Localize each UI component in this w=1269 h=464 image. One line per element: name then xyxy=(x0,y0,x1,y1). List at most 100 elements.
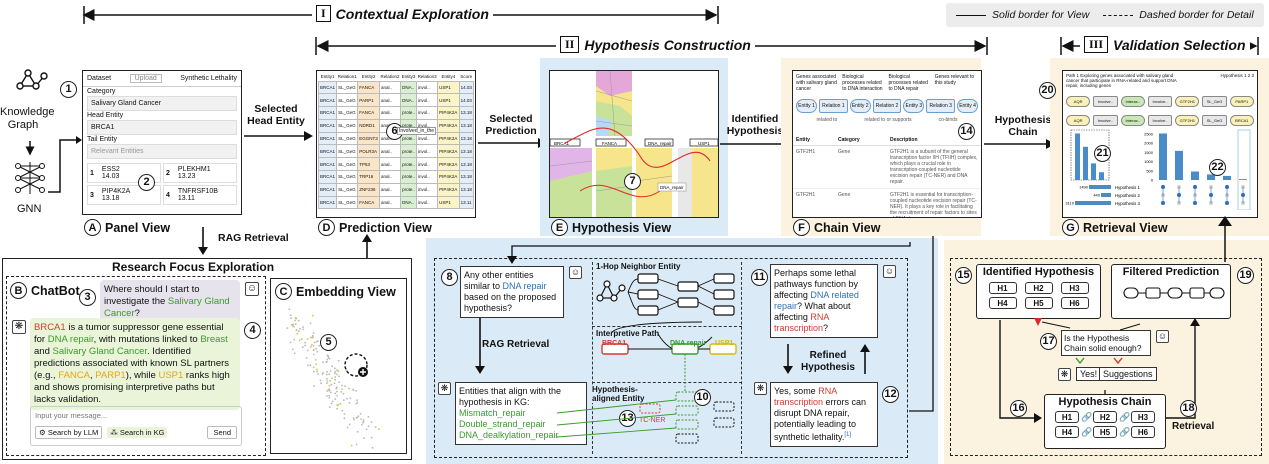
embedding-point[interactable] xyxy=(313,341,316,344)
h-chip[interactable]: H3 xyxy=(1060,282,1089,294)
embedding-point[interactable] xyxy=(345,369,348,371)
embedding-point[interactable] xyxy=(316,350,319,353)
embedding-point[interactable] xyxy=(361,423,363,426)
embedding-point[interactable] xyxy=(333,367,336,370)
embedding-point[interactable] xyxy=(316,370,318,373)
embedding-point[interactable] xyxy=(297,319,300,322)
embedding-point[interactable] xyxy=(294,316,297,319)
embedding-point[interactable] xyxy=(340,391,343,393)
prediction-th[interactable]: Relation2 xyxy=(380,73,400,79)
embedding-point[interactable] xyxy=(355,389,358,392)
embedding-point[interactable] xyxy=(334,398,337,400)
chain-relation-node[interactable]: Relation 2 xyxy=(872,99,902,113)
embedding-point[interactable] xyxy=(331,377,333,380)
embedding-point[interactable] xyxy=(294,323,297,326)
prediction-th[interactable]: Relation3 xyxy=(417,73,437,79)
embedding-point[interactable] xyxy=(300,338,303,340)
embedding-point[interactable] xyxy=(326,382,328,384)
retrieval-hypothesis-select[interactable]: Hypothesis 1 2 3 xyxy=(1220,73,1254,78)
embedding-point[interactable] xyxy=(329,380,331,382)
embedding-point[interactable] xyxy=(352,388,355,391)
head-entity-input[interactable]: BRCA1 xyxy=(87,120,237,135)
embedding-point[interactable] xyxy=(341,388,343,390)
suggestions-button[interactable]: Suggestions xyxy=(1099,367,1157,381)
embedding-point[interactable] xyxy=(316,368,318,371)
embedding-point[interactable] xyxy=(312,332,315,334)
embedding-point[interactable] xyxy=(329,370,332,372)
embedding-point[interactable] xyxy=(331,400,334,403)
lasso-selection[interactable] xyxy=(344,353,368,377)
embedding-point[interactable] xyxy=(328,389,331,392)
embedding-point[interactable] xyxy=(311,314,314,317)
embedding-point[interactable] xyxy=(319,379,322,382)
embedding-point[interactable] xyxy=(326,377,328,380)
embedding-point[interactable] xyxy=(374,426,377,428)
embedding-point[interactable] xyxy=(326,395,328,397)
a9-item[interactable]: Mismatch_repair xyxy=(459,408,526,418)
embedding-point[interactable] xyxy=(365,428,368,431)
embedding-point[interactable] xyxy=(356,401,359,404)
embedding-point[interactable] xyxy=(299,327,301,330)
embedding-point[interactable] xyxy=(309,322,312,324)
embedding-point[interactable] xyxy=(329,391,332,394)
embedding-point[interactable] xyxy=(342,392,345,395)
chain-relation-node[interactable]: Relation 1 xyxy=(819,99,848,113)
embedding-point[interactable] xyxy=(331,365,334,368)
embedding-point[interactable] xyxy=(291,348,294,351)
embedding-point[interactable] xyxy=(336,404,339,407)
embedding-point[interactable] xyxy=(326,358,329,361)
embedding-point[interactable] xyxy=(350,444,353,447)
chain-h-chip[interactable]: H1 xyxy=(1055,411,1079,423)
chain-h-chip[interactable]: H5 xyxy=(1093,426,1117,438)
embedding-point[interactable] xyxy=(293,325,295,328)
retrieval-node[interactable]: SL_GeG xyxy=(1202,96,1227,107)
embedding-point[interactable] xyxy=(328,394,331,397)
embedding-point[interactable] xyxy=(336,390,338,393)
embedding-point[interactable] xyxy=(363,437,365,439)
embedding-point[interactable] xyxy=(343,417,346,420)
embedding-point[interactable] xyxy=(349,397,352,399)
embedding-point[interactable] xyxy=(297,330,300,333)
embedding-point[interactable] xyxy=(302,328,305,331)
chat-input[interactable]: Input your message... xyxy=(35,411,108,420)
h-chip[interactable]: H6 xyxy=(1060,297,1089,309)
embedding-point[interactable] xyxy=(289,314,292,317)
embedding-point[interactable] xyxy=(352,417,355,419)
h-chip[interactable]: H4 xyxy=(988,297,1017,309)
embedding-point[interactable] xyxy=(314,359,317,361)
embedding-point[interactable] xyxy=(338,375,340,378)
retrieval-node[interactable]: Interac.. xyxy=(1120,96,1145,107)
embedding-point[interactable] xyxy=(310,345,312,348)
chain-table-row[interactable]: GTF2H1 Gene GTF2H1 is a subunit of the g… xyxy=(793,146,981,189)
embedding-point[interactable] xyxy=(356,416,358,419)
embedding-point[interactable] xyxy=(326,380,329,382)
retrieval-node[interactable]: Involve.. xyxy=(1093,96,1118,107)
embedding-point[interactable] xyxy=(307,349,309,352)
embedding-point[interactable] xyxy=(307,364,309,367)
embedding-point[interactable] xyxy=(355,443,358,446)
embedding-point[interactable] xyxy=(304,344,306,347)
embedding-point[interactable] xyxy=(335,387,338,390)
prediction-th[interactable]: Entity2 xyxy=(361,73,376,79)
upload-button[interactable]: Upload xyxy=(129,74,162,83)
search-llm-button[interactable]: ⚙ Search by LLM xyxy=(35,426,103,439)
h-chip[interactable]: H5 xyxy=(1024,297,1053,309)
embedding-point[interactable] xyxy=(294,319,296,322)
h-chip[interactable]: H1 xyxy=(988,282,1017,294)
embedding-point[interactable] xyxy=(312,370,315,373)
retrieval-node[interactable]: PARP1 xyxy=(1229,96,1254,107)
embedding-point[interactable] xyxy=(327,355,330,358)
embedding-point[interactable] xyxy=(321,373,324,376)
embedding-point[interactable] xyxy=(327,389,329,392)
retrieval-node[interactable]: Involve.. xyxy=(1147,96,1173,107)
embedding-point[interactable] xyxy=(309,364,312,367)
retrieval-node[interactable]: GTF2H1 xyxy=(1175,96,1200,107)
embedding-point[interactable] xyxy=(304,341,307,344)
